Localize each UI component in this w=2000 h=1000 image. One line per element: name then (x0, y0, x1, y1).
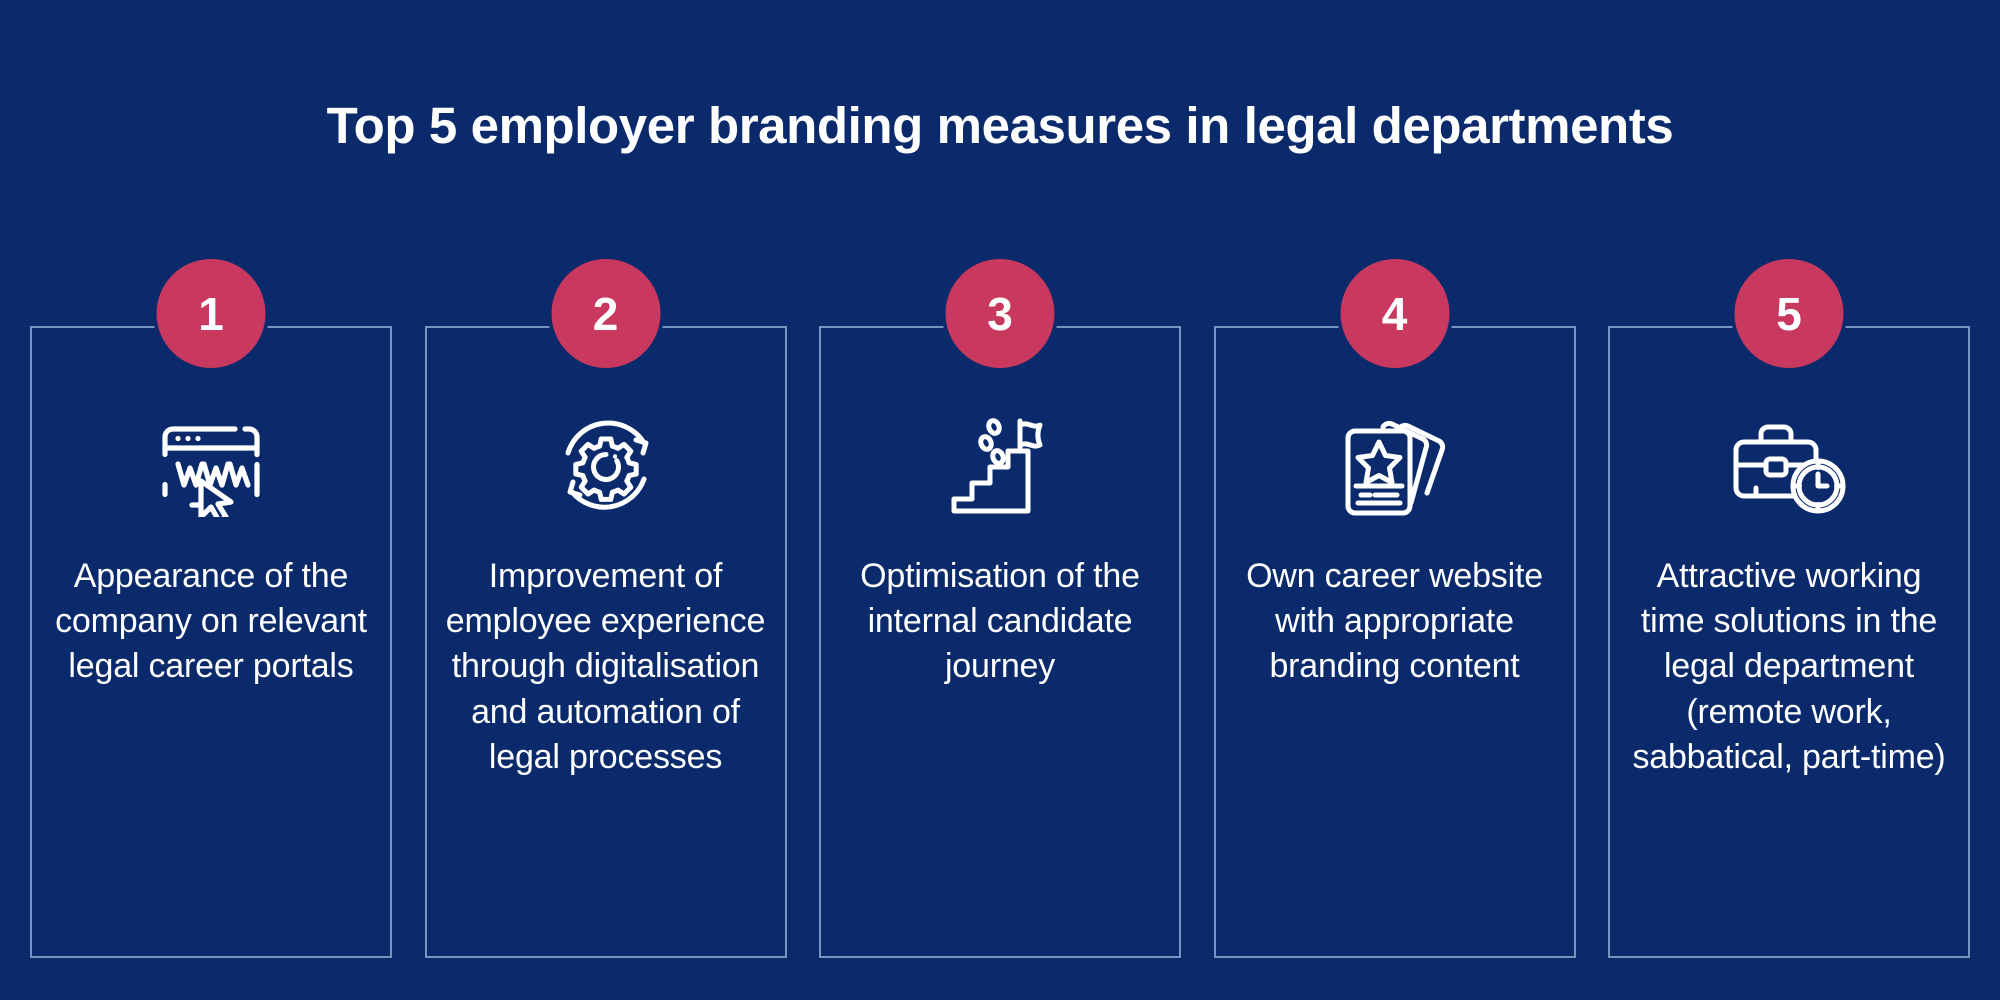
measure-text-4: Own career website with appropriate bran… (1246, 557, 1543, 686)
measure-card-4: 4 Own career website with appropriate br… (1213, 259, 1576, 958)
briefcase-clock-icon (1610, 412, 1968, 522)
rank-badge-5: 5 (1734, 259, 1844, 368)
rank-badge-1: 1 (156, 259, 266, 368)
cards-row: 1 Appearance of the company on relevant … (30, 259, 1970, 958)
measure-card-1: 1 Appearance of the company on relevant … (30, 259, 392, 958)
browser-www-cursor-icon (32, 412, 390, 522)
measure-card-3: 3 Optimisation of the internal candidate… (819, 259, 1181, 958)
gear-cycle-arrows-icon (427, 412, 785, 522)
measure-text-2: Improvement of employee experience throu… (445, 557, 766, 776)
measure-text-1: Appearance of the company on relevant le… (55, 557, 367, 686)
rank-badge-3: 3 (945, 259, 1055, 368)
measure-card-2: 2 Improvement of employee experience thr… (424, 259, 787, 958)
measure-text-5: Attractive working time solutions in the… (1632, 557, 1946, 776)
rank-badge-2: 2 (551, 259, 660, 368)
rank-badge-4: 4 (1340, 259, 1449, 368)
page-title: Top 5 employer branding measures in lega… (326, 97, 1674, 154)
measure-card-5: 5 Attractive workin (1608, 259, 1970, 958)
star-cards-stack-icon (1216, 412, 1574, 522)
measure-text-3: Optimisation of the internal candidate j… (860, 557, 1140, 686)
stairs-flag-icon (821, 412, 1179, 522)
